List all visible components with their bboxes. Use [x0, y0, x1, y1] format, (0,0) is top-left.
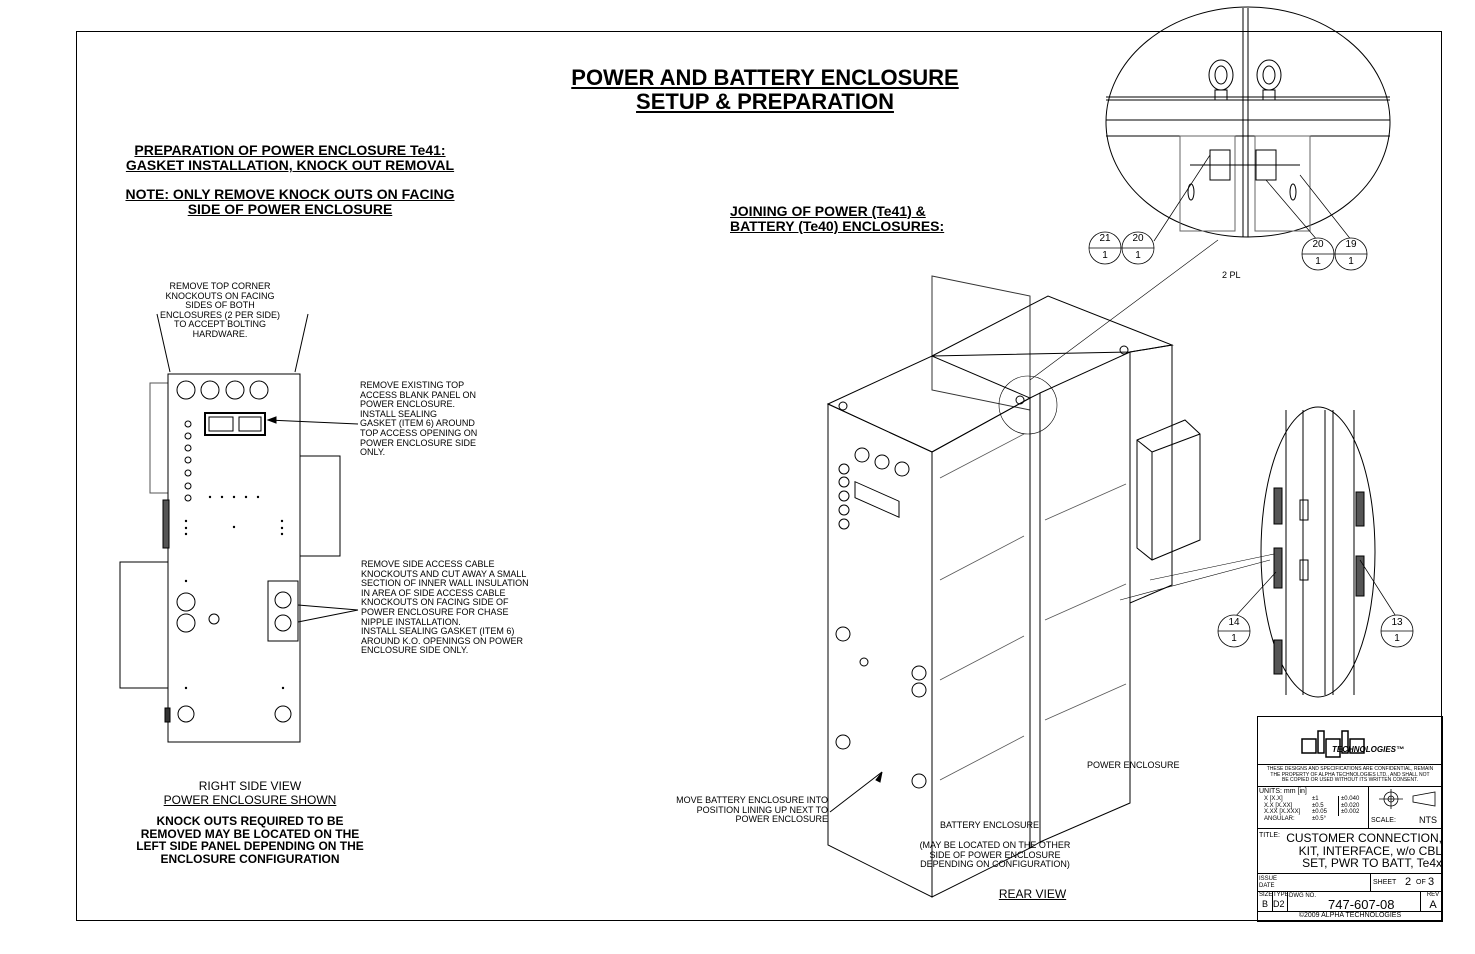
bubble-21-bottom: 1 [1102, 250, 1108, 261]
bubble-13 [1380, 614, 1414, 648]
side-view-drawing [119, 313, 359, 743]
label-battery-enclosure: BATTERY ENCLOSURE [940, 820, 1040, 830]
isometric-enclosures [826, 239, 1275, 898]
bubble-19 [1334, 237, 1368, 271]
right-side-view-label: RIGHT SIDE VIEW POWER ENCLOSURE SHOWN [163, 779, 337, 807]
bubble-21 [1088, 231, 1122, 265]
units-row: UNITS: mm [in] X [X.X]X.X [X.XX] X.XX [X… [1258, 786, 1442, 829]
copyright: ©2009 ALPHA TECHNOLOGIES [1258, 911, 1442, 923]
bubble-20a-top: 20 [1132, 233, 1144, 244]
disclaimer: THESE DESIGNS AND SPECIFICATIONS ARE CON… [1258, 764, 1442, 786]
drawing-frame [76, 31, 1442, 921]
projection-symbol [1379, 789, 1436, 809]
rear-view-label: REAR VIEW [998, 887, 1067, 901]
joining-heading: JOINING OF POWER (Te41) & BATTERY (Te40)… [730, 203, 945, 234]
bubble-13-bottom: 1 [1394, 633, 1400, 644]
detail-oval-right [1260, 406, 1376, 698]
bubble-20b-top: 20 [1312, 239, 1324, 250]
bubble-19-bottom: 1 [1348, 256, 1354, 267]
title-block: TECHNOLOGIES™ THESE DESIGNS AND SPECIFIC… [1257, 716, 1443, 922]
detail-circle-top [1105, 6, 1391, 238]
bubble-19-top: 19 [1345, 239, 1357, 250]
page-title: POWER AND BATTERY ENCLOSURE SETUP & PREP… [571, 65, 959, 114]
title-row: TITLE: CUSTOMER CONNECTION,KIT, INTERFAC… [1258, 828, 1442, 873]
bubble-14-bottom: 1 [1231, 633, 1237, 644]
bubble-20b-bottom: 1 [1315, 256, 1321, 267]
dwg-row: SIZE B TYPE D2 DWG NO. 747-607-08 REV A [1258, 891, 1442, 912]
bubble-20-a [1121, 231, 1155, 265]
bubble-14-top: 14 [1228, 617, 1240, 628]
alpha-logo: TECHNOLOGIES™ [1300, 727, 1404, 761]
bubble-14 [1217, 614, 1251, 648]
prep-heading: PREPARATION OF POWER ENCLOSURE Te41: GAS… [125, 142, 455, 173]
prep-note: NOTE: ONLY REMOVE KNOCK OUTS ON FACING S… [125, 186, 455, 217]
bubble-21-top: 21 [1099, 233, 1111, 244]
label-power-enclosure: POWER ENCLOSURE [1087, 760, 1180, 770]
bubble-20a-bottom: 1 [1135, 250, 1141, 261]
bubble-13-top: 13 [1391, 617, 1403, 628]
bubble-20-b [1301, 237, 1335, 271]
label-2pl: 2 PL [1222, 270, 1241, 280]
drawing-number: 747-607-08 [1328, 897, 1395, 912]
